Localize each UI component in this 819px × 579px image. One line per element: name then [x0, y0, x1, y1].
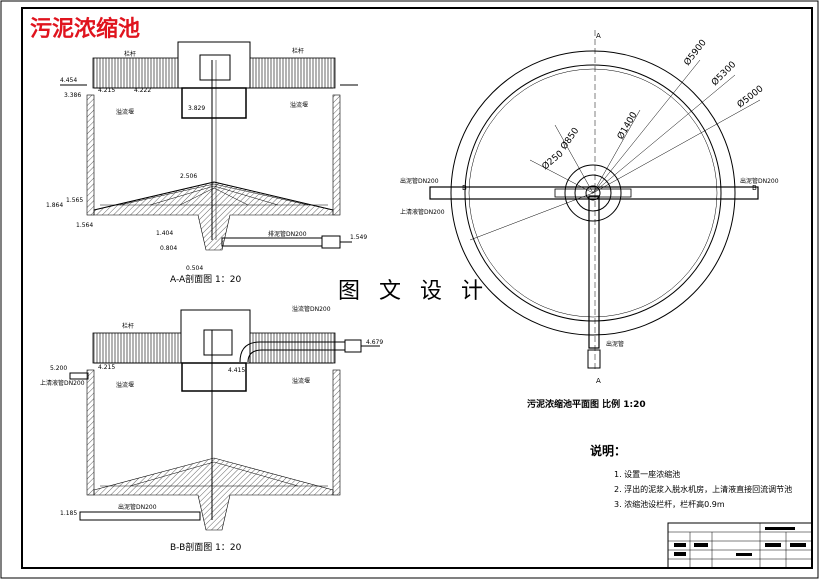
aa-elev-4: 4.222 — [134, 87, 151, 94]
bb-elev-5: 1.185 — [60, 510, 77, 517]
section-bb: 栏杆 溢流管DN200 上清液管DN200 溢流堰 溢流堰 出泥管DN200 5… — [40, 305, 383, 553]
plan-dia-5300: Ø5300 — [709, 59, 738, 88]
bb-railing-label: 栏杆 — [122, 322, 134, 330]
plan-well-outer — [564, 164, 622, 222]
plan-dia-250: Ø250 — [540, 148, 566, 172]
bb-floor — [93, 457, 334, 531]
bb-elev-4: 4.679 — [366, 339, 383, 346]
plan-dia-5000: Ø5000 — [735, 83, 766, 110]
bb-weir-left-label: 溢流堰 — [116, 381, 134, 389]
notes-heading: 说明： — [590, 443, 626, 458]
aa-weir-left-label: 溢流堰 — [116, 108, 134, 116]
aa-drive-box — [177, 41, 251, 89]
plan-label-left-top: 出泥管DN200 — [400, 177, 439, 185]
bb-sludge-label: 出泥管DN200 — [118, 503, 157, 511]
aa-elev-3: 4.215 — [98, 87, 115, 94]
aa-center-well — [181, 87, 247, 119]
plan-dia-5900: Ø5900 — [682, 37, 709, 68]
bb-elev-3: 4.415 — [228, 367, 245, 374]
aa-elev-1: 4.454 — [60, 77, 77, 84]
aa-elev-2: 3.386 — [64, 92, 81, 99]
aa-weir-right-label: 溢流堰 — [290, 101, 308, 109]
plan-mark-b-left: B — [462, 184, 467, 192]
aa-railing-right — [249, 57, 336, 89]
aa-left-wall — [86, 94, 95, 216]
note-item-3: 3. 浓缩池设栏杆，栏杆高0.9m — [614, 499, 725, 509]
watermark-text: 图 文 设 计 — [338, 279, 489, 304]
aa-elev-10: 1.404 — [156, 230, 173, 237]
aa-railing-left — [92, 57, 179, 89]
aa-pipe-label: 排泥管DN200 — [268, 230, 307, 238]
plan-well-mid — [574, 174, 612, 212]
bb-right-wall — [332, 369, 341, 496]
bb-elev-1: 5.200 — [50, 365, 67, 372]
plan-mark-a-bottom: A — [596, 377, 601, 385]
aa-elev-12: 0.504 — [186, 265, 203, 272]
aa-scraper — [100, 183, 328, 206]
aa-railing-left-label: 栏杆 — [124, 50, 136, 58]
aa-elev-8: 1.864 — [46, 202, 63, 209]
bb-left-wall — [86, 369, 95, 496]
note-item-2: 2. 浮出的泥浆入脱水机房，上清液直接回流调节池 — [614, 484, 792, 494]
plan-view: A A B B Ø5900 Ø5300 Ø5000 Ø1400 Ø850 Ø25… — [400, 30, 779, 410]
plan-mark-a-top: A — [596, 32, 601, 40]
plan-label-bottom: 出泥管 — [606, 340, 624, 348]
aa-floor — [93, 181, 334, 251]
plan-channel-v — [588, 195, 600, 349]
plan-inner-circle — [468, 68, 718, 318]
bb-railing-right — [249, 332, 336, 364]
aa-caption: A-A剖面图 1：20 — [170, 273, 241, 285]
note-item-1: 1. 设置一座浓缩池 — [614, 469, 680, 479]
drawing-title: 污泥浓缩池 — [30, 16, 140, 42]
aa-right-wall — [332, 94, 341, 216]
bb-overflow-label: 溢流管DN200 — [292, 305, 331, 313]
bb-elev-2: 4.215 — [98, 364, 115, 371]
plan-caption: 污泥浓缩池平面图 比例 1:20 — [527, 398, 646, 410]
aa-sludge-pipe — [221, 237, 323, 247]
aa-motor — [199, 54, 231, 81]
aa-elev-11: 0.804 — [160, 245, 177, 252]
bb-sludge-pipe — [79, 511, 201, 521]
plan-wall-circle — [464, 64, 722, 322]
inner-frame — [21, 7, 813, 569]
plan-channel-h — [429, 186, 759, 200]
aa-elev-5: 3.829 — [188, 105, 205, 112]
section-aa: 栏杆 栏杆 溢流堰 溢流堰 排泥管DN200 4.454 3.386 4.215… — [46, 41, 367, 285]
plan-label-right: 出泥管DN200 — [740, 177, 779, 185]
aa-elev-7: 1.565 — [66, 197, 83, 204]
aa-railing-right-label: 栏杆 — [292, 47, 304, 55]
bb-caption: B-B剖面图 1：20 — [170, 541, 242, 553]
plan-mark-b-right: B — [752, 184, 757, 192]
plan-well-inner — [585, 185, 601, 201]
aa-elev-13: 1.549 — [350, 234, 367, 241]
plan-dia-850: Ø850 — [558, 125, 581, 151]
aa-elev-6: 2.506 — [180, 173, 197, 180]
bb-railing-left — [92, 332, 182, 364]
notes: 说明： 1. 设置一座浓缩池 2. 浮出的泥浆入脱水机房，上清液直接回流调节池 … — [590, 443, 792, 509]
bb-inlet-label: 上清液管DN200 — [40, 379, 85, 387]
plan-outer-circle — [450, 50, 736, 336]
aa-elev-9: 1.564 — [76, 222, 93, 229]
plan-label-left-bottom: 上清液管DN200 — [400, 208, 445, 216]
bb-weir-right-label: 溢流堰 — [292, 377, 310, 385]
plan-dia-1400: Ø1400 — [615, 110, 640, 142]
title-block — [667, 522, 813, 569]
